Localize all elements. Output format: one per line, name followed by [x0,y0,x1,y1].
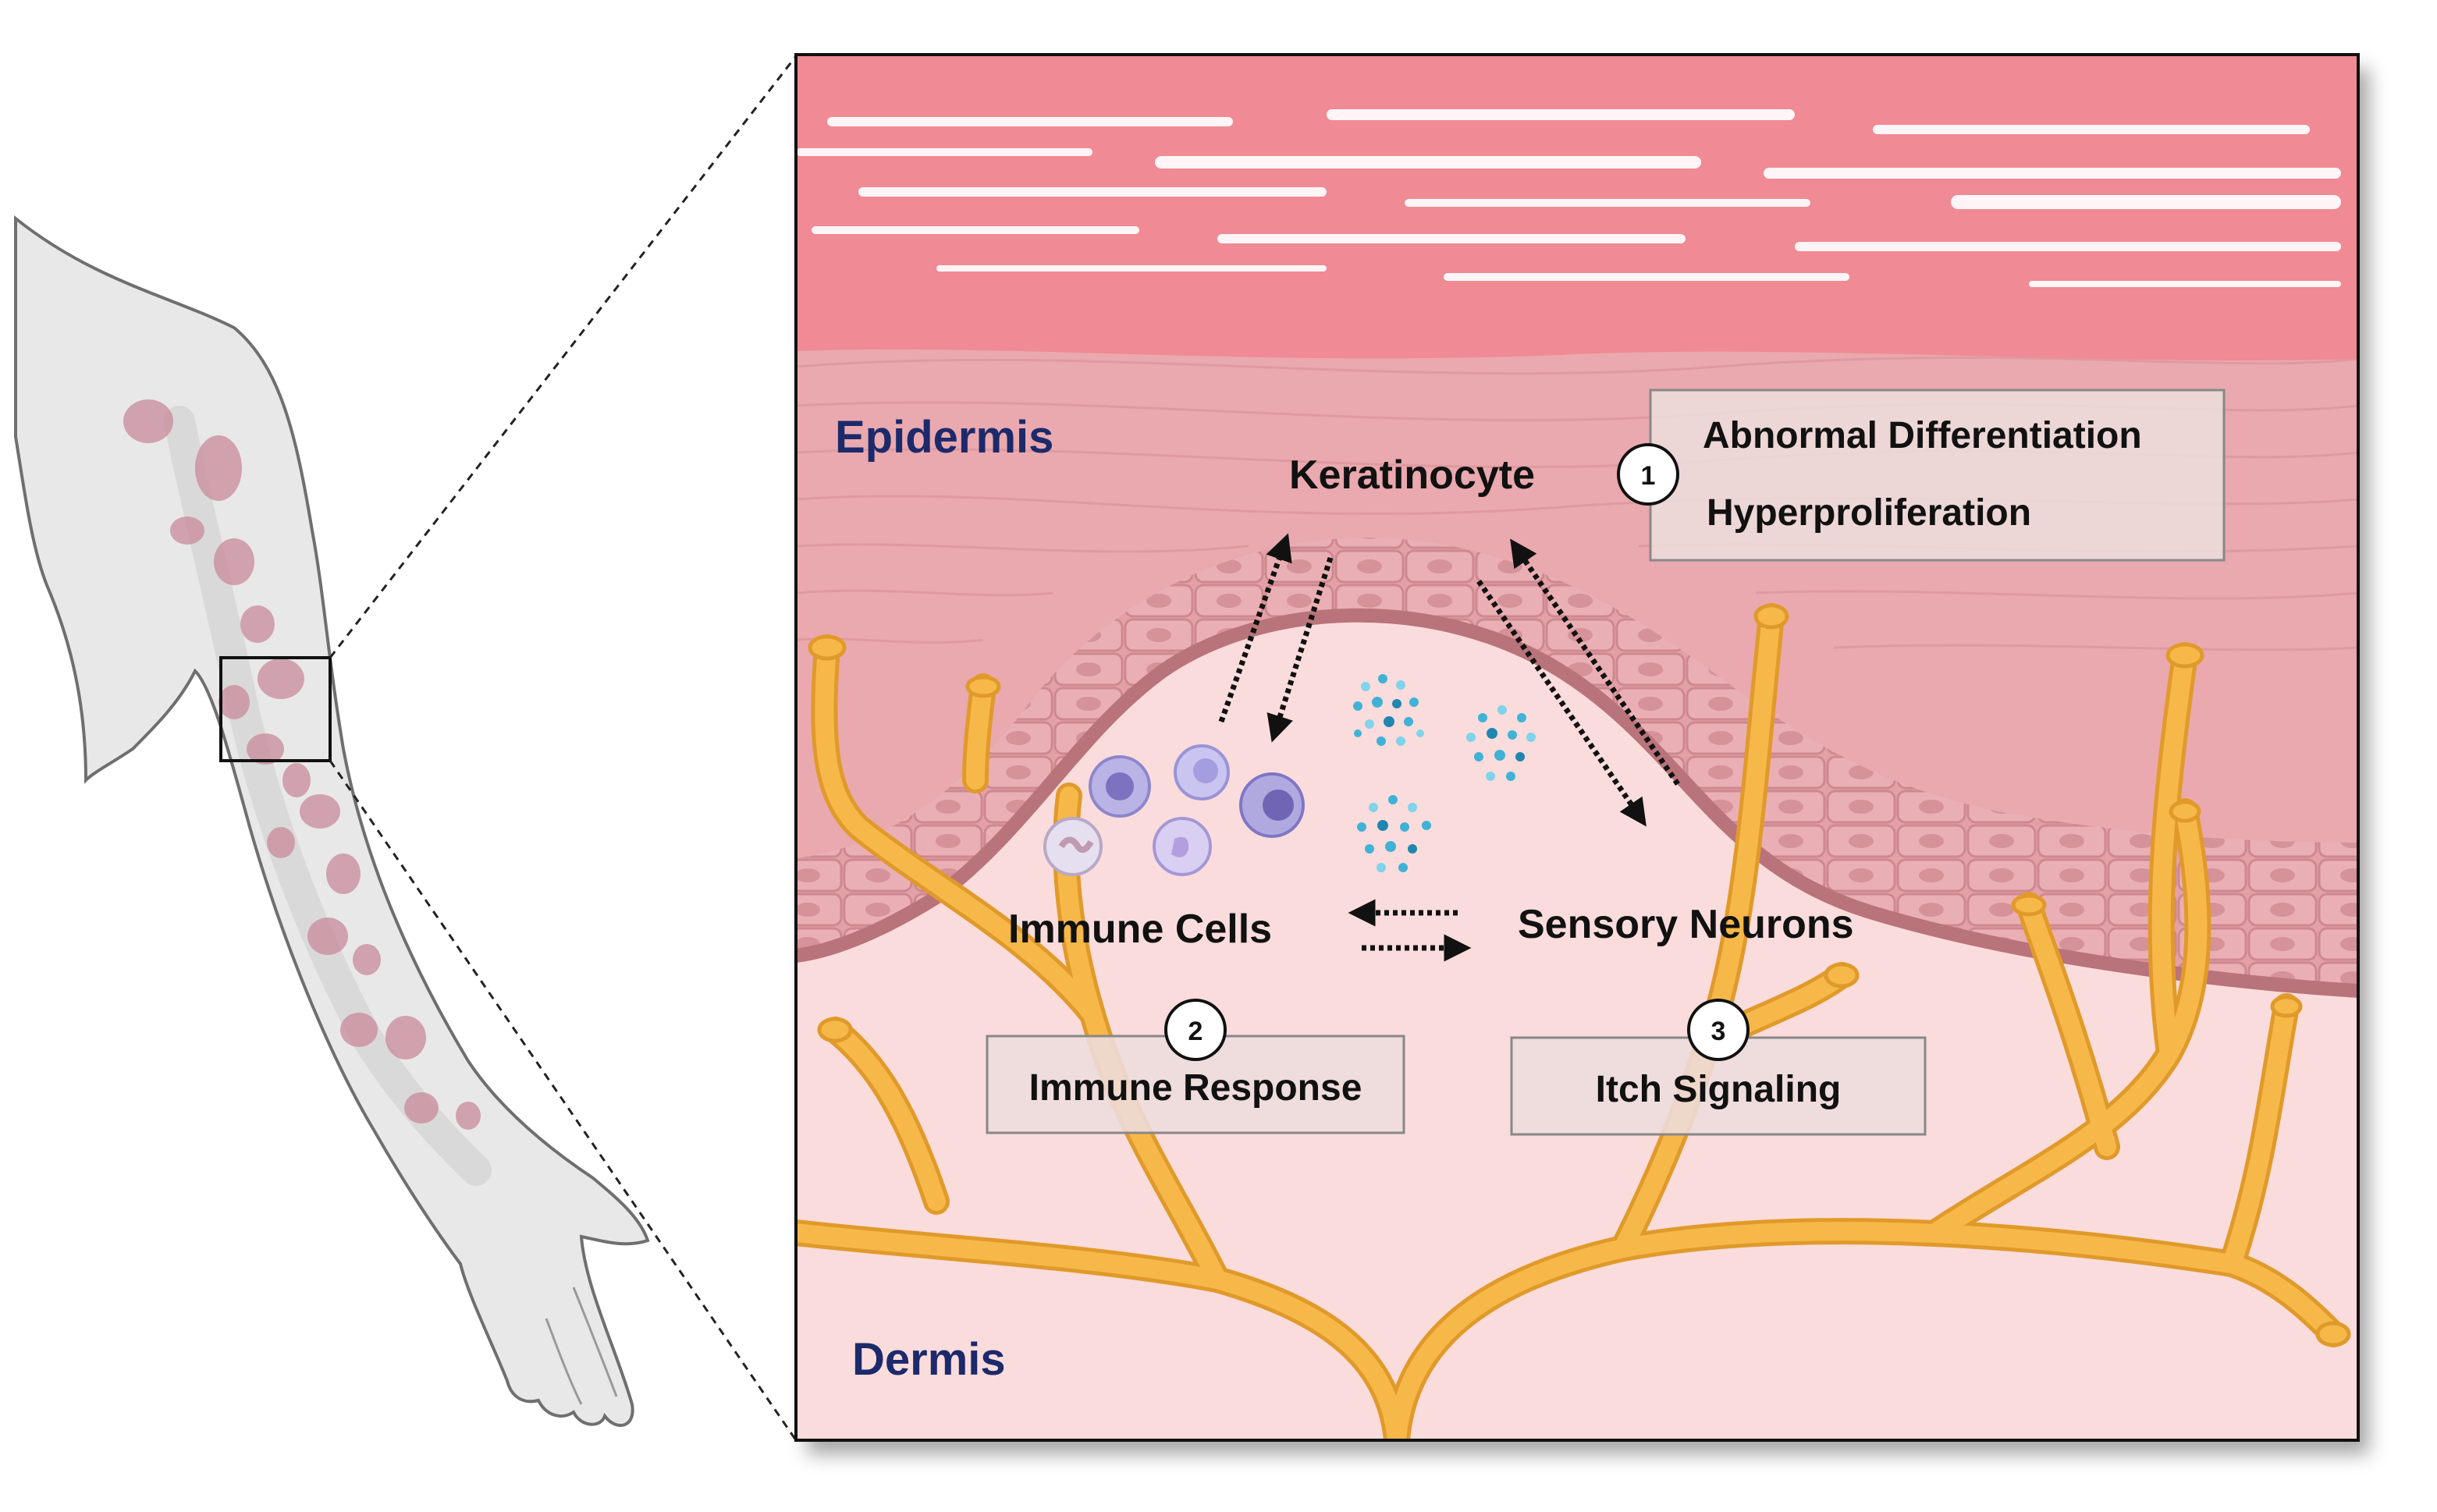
basement-membrane [796,608,2358,998]
zoom-line-bottom [329,760,798,1441]
box1-line2: Hyperproliferation [1707,492,2031,534]
immune-cell-icon [1043,744,1305,876]
arm-illustration [14,55,798,1441]
arrow-keratinocyte-to-immune [1266,556,1334,743]
sensory-neurons-label: Sensory Neurons [1518,902,1854,947]
psoriasis-plaque-icon [123,399,481,1130]
dotted-arrow-icon [1218,533,1680,962]
box-keratinocyte-effects: Abnormal Differentiation Hyperproliferat… [1617,389,2226,562]
badge-3 [1687,999,1750,1061]
immune-cells-label: Immune Cells [1008,907,1272,952]
dermis-label: Dermis [852,1334,1006,1385]
box3-label: Itch Signaling [1596,1069,1842,1110]
badge-1-number: 1 [1641,461,1656,491]
box2-label: Immune Response [1029,1067,1362,1109]
zoom-line-top [329,55,798,658]
badge-1 [1617,443,1679,506]
stratum-corneum-flakes [796,109,2341,287]
epidermis-label: Epidermis [835,412,1053,463]
arrow-immune-to-keratinocyte [1218,533,1292,723]
cytokine-cluster-icon [1353,674,1536,872]
box1-line1: Abnormal Differentiation [1703,415,2142,456]
badge-2 [1164,999,1227,1061]
badge-2-number: 2 [1188,1017,1203,1046]
arrow-neuron-to-keratinocyte [1510,538,1680,786]
immune-cell-neutrophil [1043,817,1103,876]
badge-3-number: 3 [1711,1017,1726,1046]
skin-panel: Epidermis Dermis Keratinocyte Immune Cel… [794,53,2360,1442]
box-itch-signaling: Itch Signaling 3 [1510,999,1927,1136]
panel-border [794,53,2360,1442]
nerve-fiber-icon [796,603,2351,1440]
finger-lines [545,1287,618,1405]
zoom-region-box [219,656,332,762]
arrow-keratinocyte-to-neuron [1476,580,1647,827]
box-immune-response: Immune Response 2 [986,999,1405,1134]
keratinocyte-label: Keratinocyte [1289,453,1535,498]
